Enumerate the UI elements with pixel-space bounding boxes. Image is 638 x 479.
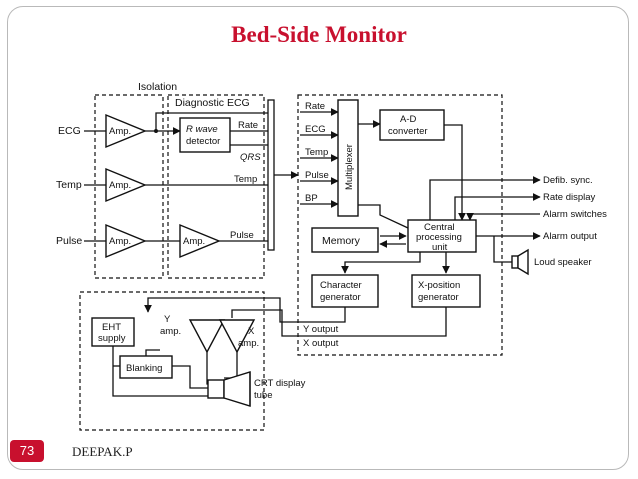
pulse-amp-2 [179, 223, 221, 259]
x-feed-line [231, 309, 292, 337]
defib-sync-line [429, 176, 541, 220]
char-gen-label-1: Character [320, 280, 362, 291]
author-footer: DEEPAK.P [72, 444, 133, 459]
mux-in-rate: Rate [305, 101, 325, 112]
pulse-amp-2-label: Amp. [183, 236, 205, 247]
page-number-badge: 73 [10, 440, 44, 462]
diagnostic-ecg-label: Diagnostic ECG [175, 97, 250, 109]
y-output-label: Y output [303, 324, 339, 335]
blanking-to-crt-line [172, 365, 208, 389]
input-temp-label: Temp [56, 179, 82, 191]
ad-label-2: converter [388, 126, 428, 137]
x-amp-out-line [224, 352, 238, 379]
ecg-amp-label: Amp. [109, 126, 131, 137]
x-output-label: X output [303, 338, 339, 349]
out-alarm-switches: Alarm switches [543, 209, 607, 220]
ecg-bypass-line [155, 112, 268, 131]
eht-to-crt-line [112, 346, 208, 397]
alarm-switches-line [466, 212, 540, 221]
temp-out-label: Temp [234, 174, 257, 185]
out-alarm-output: Alarm output [543, 231, 597, 242]
x-amp-label-1: X [248, 326, 255, 337]
cpu-label-1: Central [424, 222, 455, 233]
ad-label-1: A-D [400, 114, 417, 125]
ad-converter [379, 109, 445, 141]
speaker-line [493, 236, 512, 263]
multiplexer [337, 99, 359, 217]
xpos-label-1: X-position [418, 280, 460, 291]
y-output-line-a [292, 307, 346, 323]
y-feed-line [144, 297, 292, 323]
char-gen-label-2: generator [320, 292, 361, 303]
memory-label: Memory [322, 235, 361, 247]
input-ecg-label: ECG [58, 125, 81, 137]
multiplexer-label: Multiplexer [344, 144, 355, 190]
detector-label: detector [186, 136, 220, 147]
signal-bus [267, 99, 275, 251]
ad-to-cpu-line [444, 124, 466, 221]
x-amp [218, 319, 256, 354]
mux-in-pulse: Pulse [305, 170, 329, 181]
crt-display-tube [207, 371, 251, 407]
qrs-label: QRS [240, 152, 261, 163]
memory [311, 227, 379, 253]
blanking-label: Blanking [126, 363, 162, 374]
loud-speaker-icon [511, 248, 529, 276]
out-defib: Defib. sync. [543, 175, 593, 186]
mux-to-cpu-line [358, 204, 409, 229]
out-loud-speaker: Loud speaker [534, 257, 592, 268]
out-rate-display: Rate display [543, 192, 596, 203]
mux-inputs [300, 108, 339, 208]
isolation-label: Isolation [138, 81, 177, 93]
pulse-out-label: Pulse [230, 230, 254, 241]
x-amp-label-2: amp. [238, 338, 259, 349]
display-boundary [79, 291, 265, 431]
ecg-amp [105, 113, 147, 149]
pulse-amp-label: Amp. [109, 236, 131, 247]
eht-label-1: EHT [102, 322, 121, 333]
y-amp-label-1: Y [164, 314, 171, 325]
crt-label-2: tube [254, 390, 273, 401]
y-amp [188, 319, 226, 354]
input-pulse-label: Pulse [56, 235, 82, 247]
cpu-to-char-gen-line [341, 252, 421, 274]
blanking-feed-line [145, 349, 160, 356]
cpu-label-3: unit [432, 242, 448, 253]
temp-amp-label: Amp. [109, 180, 131, 191]
rate-out-label: Rate [238, 120, 258, 131]
character-generator [311, 274, 379, 308]
mux-in-bp: BP [305, 193, 318, 204]
processing-boundary [297, 94, 503, 356]
crt-label-1: CRT display [254, 378, 306, 389]
mux-in-temp: Temp [305, 147, 328, 158]
xpos-label-2: generator [418, 292, 459, 303]
r-wave-detector [179, 117, 231, 153]
slide-title: Bed-Side Monitor [231, 22, 407, 47]
mux-in-ecg: ECG [305, 124, 326, 135]
y-amp-out-line [206, 352, 212, 385]
cpu-label-2: processing [416, 232, 462, 243]
eht-label-2: supply [98, 333, 126, 344]
pulse-amp [105, 223, 147, 259]
y-amp-label-2: amp. [160, 326, 181, 337]
slide-frame [7, 6, 629, 470]
rate-display-line [454, 193, 541, 220]
x-output-line-a [292, 307, 447, 337]
temp-amp [105, 167, 147, 203]
r-wave-label: R wave [186, 124, 218, 135]
